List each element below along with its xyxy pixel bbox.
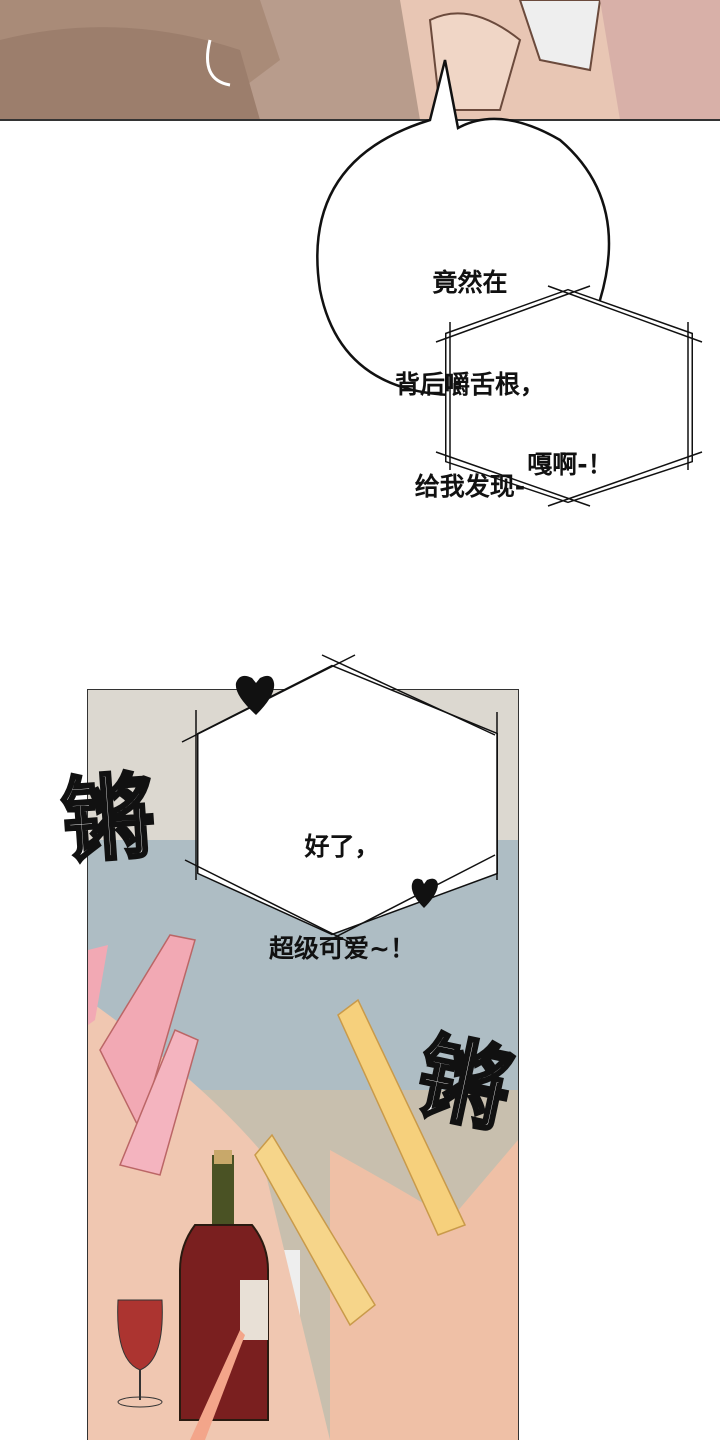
speech-bubble-text: 竟然在 背后嚼舌根， 给我发现-	[360, 198, 580, 572]
top-panel	[0, 0, 720, 121]
dialogue-line: 给我发现-	[414, 472, 526, 501]
sound-effect: 锵	[57, 761, 159, 877]
dialogue-line: 好了，	[304, 832, 380, 861]
hexagon-bubble-text: 好了， 超级可爱~！	[232, 762, 452, 1034]
dialogue-line: 嘎啊-！	[527, 450, 613, 479]
hexagon-bubble	[181, 654, 498, 946]
dialogue-line: 竟然在	[432, 268, 508, 297]
hexagon-bubble	[435, 285, 703, 507]
dialogue-line: 背后嚼舌根，	[394, 370, 545, 399]
heart-icon	[235, 675, 275, 715]
dialogue-line: 超级可爱~！	[269, 934, 415, 963]
heart-icon	[411, 878, 438, 908]
hexagon-bubble-text: 嘎啊-！	[500, 380, 640, 550]
